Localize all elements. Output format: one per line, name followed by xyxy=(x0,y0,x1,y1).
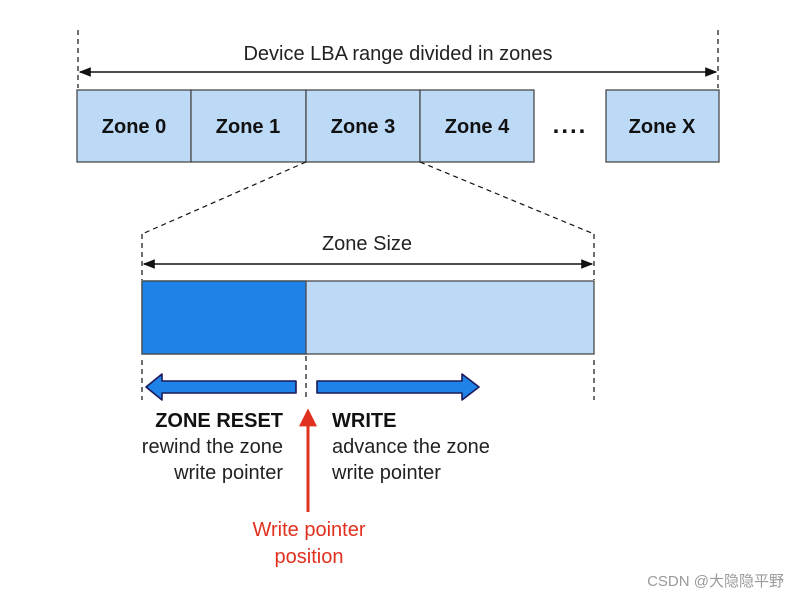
zone-label-4: Zone 4 xyxy=(445,116,510,138)
zone-label-3: Zone 3 xyxy=(331,116,395,138)
zone-reset-arrow xyxy=(145,373,297,401)
device-range-label: Device LBA range divided in zones xyxy=(243,43,552,65)
write-title: WRITE xyxy=(332,410,396,432)
zone-box-3 xyxy=(305,89,421,163)
zone-label-1: Zone 1 xyxy=(216,116,280,138)
zone-box-0 xyxy=(76,89,192,163)
zone-reset-line1: rewind the zone xyxy=(142,436,283,458)
zone-reset-line2: write pointer xyxy=(173,462,283,484)
zone-label-x: Zone X xyxy=(629,116,696,138)
write-arrow xyxy=(316,373,480,401)
zone-ellipsis: .... xyxy=(553,112,588,139)
write-pointer-label-line2: position xyxy=(275,546,344,568)
zone-reset-title: ZONE RESET xyxy=(155,410,283,432)
zone-size-label: Zone Size xyxy=(322,233,412,255)
write-pointer-label-line1: Write pointer xyxy=(252,519,365,541)
zone-row: Zone 0 Zone 1 Zone 3 Zone 4 .... Zone X xyxy=(76,89,720,163)
zoom-line-right xyxy=(419,161,595,235)
write-line1: advance the zone xyxy=(332,436,490,458)
zone-box-x xyxy=(605,89,720,163)
watermark: CSDN @大隐隐平野 xyxy=(647,573,784,590)
zone-box-4 xyxy=(419,89,535,163)
zone-written-region xyxy=(141,280,307,355)
zone-box-1 xyxy=(190,89,307,163)
zoom-line-left xyxy=(141,161,307,235)
write-line2: write pointer xyxy=(331,462,441,484)
zone-label-0: Zone 0 xyxy=(102,116,166,138)
